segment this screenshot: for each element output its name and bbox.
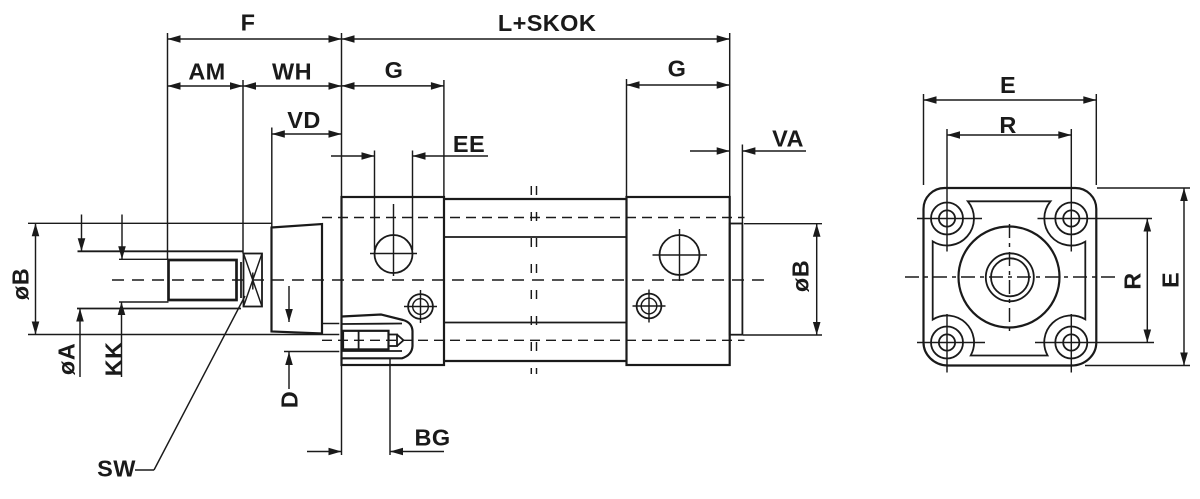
svg-text:E: E xyxy=(1000,72,1016,98)
svg-text:E: E xyxy=(1157,272,1183,288)
svg-text:øA: øA xyxy=(53,343,79,375)
svg-text:AM: AM xyxy=(188,59,225,85)
svg-text:SW: SW xyxy=(97,456,136,482)
svg-text:R: R xyxy=(999,112,1016,138)
svg-text:KK: KK xyxy=(100,342,126,377)
svg-text:R: R xyxy=(1119,272,1145,289)
svg-text:øB: øB xyxy=(7,268,33,300)
svg-text:F: F xyxy=(241,10,256,36)
svg-text:BG: BG xyxy=(414,425,450,451)
svg-text:L+SKOK: L+SKOK xyxy=(498,10,596,36)
svg-text:EE: EE xyxy=(453,131,485,157)
svg-text:VA: VA xyxy=(772,126,804,152)
svg-text:G: G xyxy=(668,56,687,82)
svg-text:VD: VD xyxy=(287,107,320,133)
svg-text:G: G xyxy=(385,57,404,83)
svg-text:WH: WH xyxy=(272,59,312,85)
svg-text:øB: øB xyxy=(787,260,813,292)
svg-text:D: D xyxy=(276,391,302,408)
